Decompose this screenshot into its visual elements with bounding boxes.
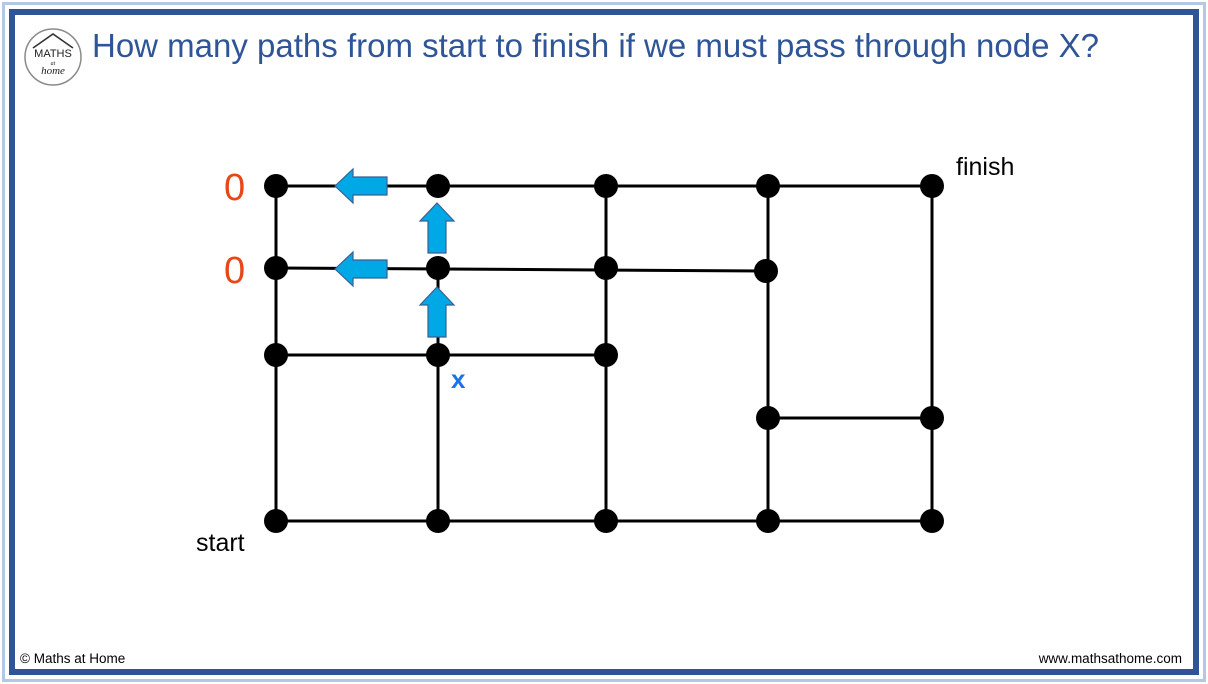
- finish-label: finish: [956, 153, 1014, 181]
- node-d1: [756, 174, 780, 198]
- start-label: start: [196, 529, 245, 557]
- node-b5: [426, 509, 450, 533]
- page-title: How many paths from start to finish if w…: [92, 27, 1099, 64]
- arrow-left-top: [334, 167, 388, 205]
- logo-text-middle: at: [51, 61, 56, 67]
- maths-at-home-logo: MATHS at home: [24, 28, 82, 86]
- graph-nodes: [264, 174, 944, 533]
- node-c3: [594, 343, 618, 367]
- node-e5: [920, 509, 944, 533]
- node-a1: [264, 174, 288, 198]
- copyright-text: © Maths at Home: [20, 651, 126, 666]
- node-a3: [264, 343, 288, 367]
- logo-text-bottom: home: [41, 65, 65, 77]
- node-a5: [264, 509, 288, 533]
- inner-border: [9, 9, 1199, 675]
- arrow-up-lower: [418, 286, 456, 338]
- node-d5: [756, 509, 780, 533]
- website-url: www.mathsathome.com: [1038, 651, 1182, 666]
- logo-text-top: MATHS: [34, 48, 72, 60]
- node-x-label: x: [451, 364, 466, 394]
- arrow-up-upper: [418, 202, 456, 254]
- node-x: [426, 343, 450, 367]
- node-e1: [920, 174, 944, 198]
- node-a2: [264, 256, 288, 280]
- node-c1: [594, 174, 618, 198]
- direction-arrows: [334, 167, 456, 338]
- node-e4: [920, 406, 944, 430]
- count-label-second: 0: [224, 250, 245, 292]
- node-c2: [594, 256, 618, 280]
- arrow-left-second: [334, 250, 388, 288]
- node-d2: [754, 259, 778, 283]
- node-c5: [594, 509, 618, 533]
- node-d4: [756, 406, 780, 430]
- node-b2: [426, 256, 450, 280]
- node-b1: [426, 174, 450, 198]
- count-label-top: 0: [224, 167, 245, 209]
